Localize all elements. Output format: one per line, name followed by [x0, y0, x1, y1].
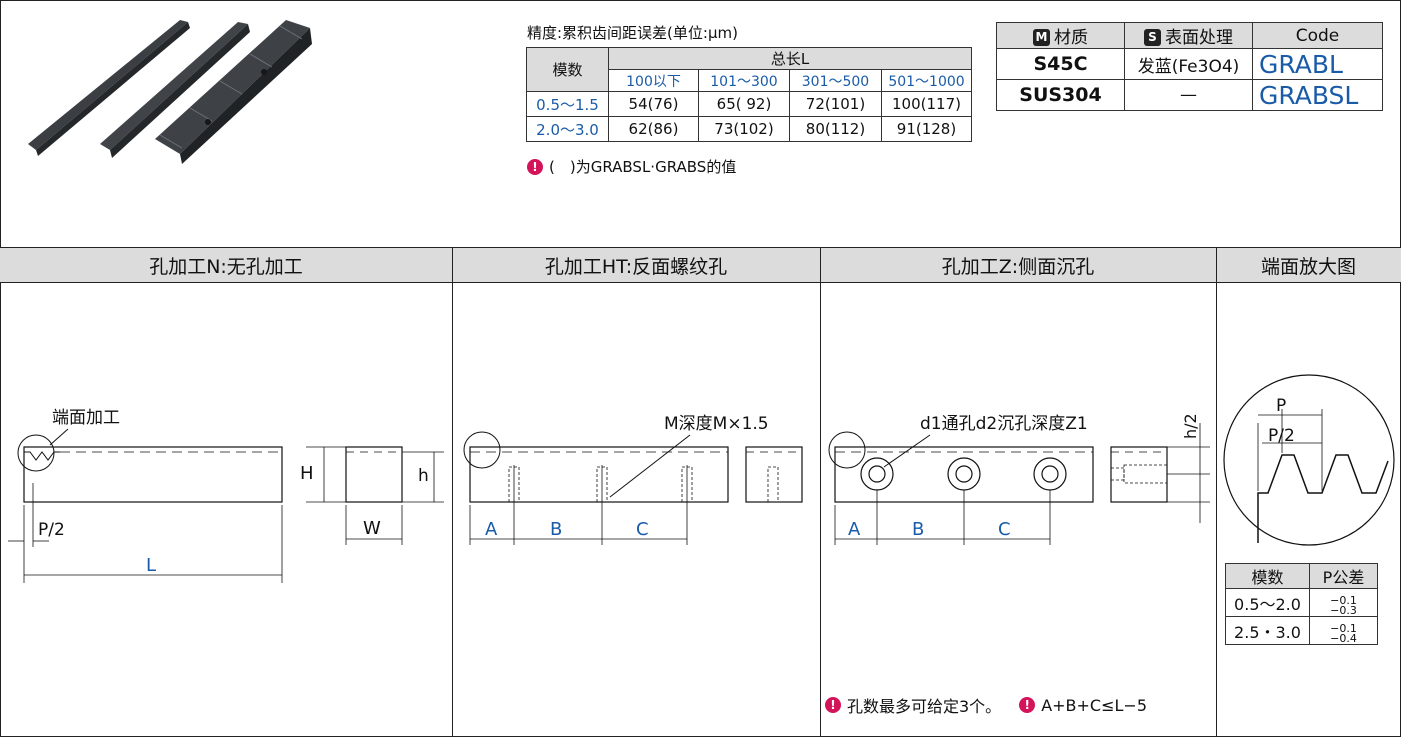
- code-link-grabl[interactable]: GRABL: [1252, 48, 1383, 80]
- bottom-notes: ! 孔数最多可给定3个。 ! A+B+C≤L−5: [825, 693, 1147, 717]
- tol-module-cell: 0.5～2.0: [1225, 588, 1310, 617]
- value-cell: 65( 92): [698, 91, 790, 117]
- holes-note: 孔数最多可给定3个。: [847, 697, 1002, 716]
- divider: [820, 247, 821, 737]
- rack-front-view-ht: [463, 431, 729, 503]
- warning-icon: !: [825, 697, 841, 713]
- tol-value-cell: −0.1−0.3: [1309, 588, 1378, 617]
- value-cell: 73(102): [698, 116, 790, 142]
- range-3: 301～500: [789, 69, 882, 92]
- p-half-end-label: P/2: [1268, 426, 1295, 446]
- surface-cell: 发蓝(Fe3O4): [1124, 48, 1253, 80]
- precision-note-text: ( )为GRABSL·GRABS的值: [549, 158, 737, 176]
- p-half-label: P/2: [38, 520, 65, 540]
- value-cell: 72(101): [789, 91, 882, 117]
- precision-table: 模数 总长L 100以下 101～300 301～500 501～1000 0.…: [526, 47, 972, 142]
- precision-title: 精度:累积齿间距误差(单位:μm): [527, 24, 738, 42]
- surface-cell: —: [1124, 79, 1253, 111]
- section-n-header: 孔加工N:无孔加工: [0, 247, 452, 283]
- section-end-header: 端面放大图: [1216, 247, 1401, 283]
- total-length-header: 总长L: [608, 47, 972, 70]
- material-cell: SUS304: [996, 79, 1125, 111]
- tap-label: M深度M×1.5: [664, 414, 769, 434]
- end-face-detail: [1223, 374, 1395, 546]
- material-cell: S45C: [996, 48, 1125, 80]
- h-lower-label: h: [418, 466, 429, 486]
- tol-value-cell: −0.1−0.4: [1309, 616, 1378, 645]
- precision-note: ! ( )为GRABSL·GRABS的值: [527, 156, 736, 177]
- value-cell: 54(76): [608, 91, 699, 117]
- section-ht-header: 孔加工HT:反面螺纹孔: [452, 247, 820, 283]
- tol-module-cell: 2.5・3.0: [1225, 616, 1310, 645]
- value-cell: 62(86): [608, 116, 699, 142]
- section-z-header: 孔加工Z:侧面沉孔: [820, 247, 1216, 283]
- h-upper-label: H: [300, 463, 314, 484]
- p-label: P: [1276, 396, 1286, 416]
- rack-front-view-n: [17, 434, 283, 503]
- tol-module-header: 模数: [1225, 563, 1310, 589]
- module-header: 模数: [526, 47, 609, 92]
- end-machining-label: 端面加工: [52, 408, 120, 428]
- rack-front-view-z: [828, 431, 1094, 503]
- divider: [1216, 247, 1217, 737]
- module-row-1: 0.5～1.5: [526, 91, 609, 117]
- divider: [452, 247, 453, 737]
- tolerance-table: 模数 P公差 0.5～2.0 −0.1−0.3 2.5・3.0 −0.1−0.4: [1225, 563, 1378, 645]
- value-cell: 80(112): [789, 116, 882, 142]
- b-label: B: [550, 519, 562, 540]
- code-header: Code: [1252, 22, 1383, 49]
- b-label: B: [912, 519, 924, 540]
- counterbore-label: d1通孔d2沉孔深度Z1: [920, 414, 1088, 434]
- formula-note: A+B+C≤L−5: [1041, 695, 1147, 715]
- tol-p-header: P公差: [1309, 563, 1378, 589]
- module-row-2: 2.0～3.0: [526, 116, 609, 142]
- s-badge-icon: S: [1144, 29, 1161, 46]
- m-badge-icon: M: [1033, 29, 1050, 46]
- c-label: C: [636, 519, 649, 540]
- warning-icon: !: [527, 158, 543, 175]
- a-label: A: [848, 519, 861, 540]
- range-1: 100以下: [608, 69, 699, 92]
- value-cell: 100(117): [881, 91, 972, 117]
- h-half-label: h/2: [1181, 413, 1200, 439]
- code-link-grabsl[interactable]: GRABSL: [1252, 79, 1383, 111]
- product-photo: [28, 20, 312, 164]
- technical-drawing: 端面加工 P/2 L H h W M深度M×1.5 A B C: [8, 374, 1395, 583]
- w-label: W: [363, 518, 381, 539]
- value-cell: 91(128): [881, 116, 972, 142]
- c-label: C: [998, 519, 1011, 540]
- a-label: A: [485, 519, 498, 540]
- range-4: 501～1000: [881, 69, 972, 92]
- l-label: L: [146, 555, 156, 576]
- range-2: 101～300: [698, 69, 790, 92]
- warning-icon: !: [1019, 697, 1036, 713]
